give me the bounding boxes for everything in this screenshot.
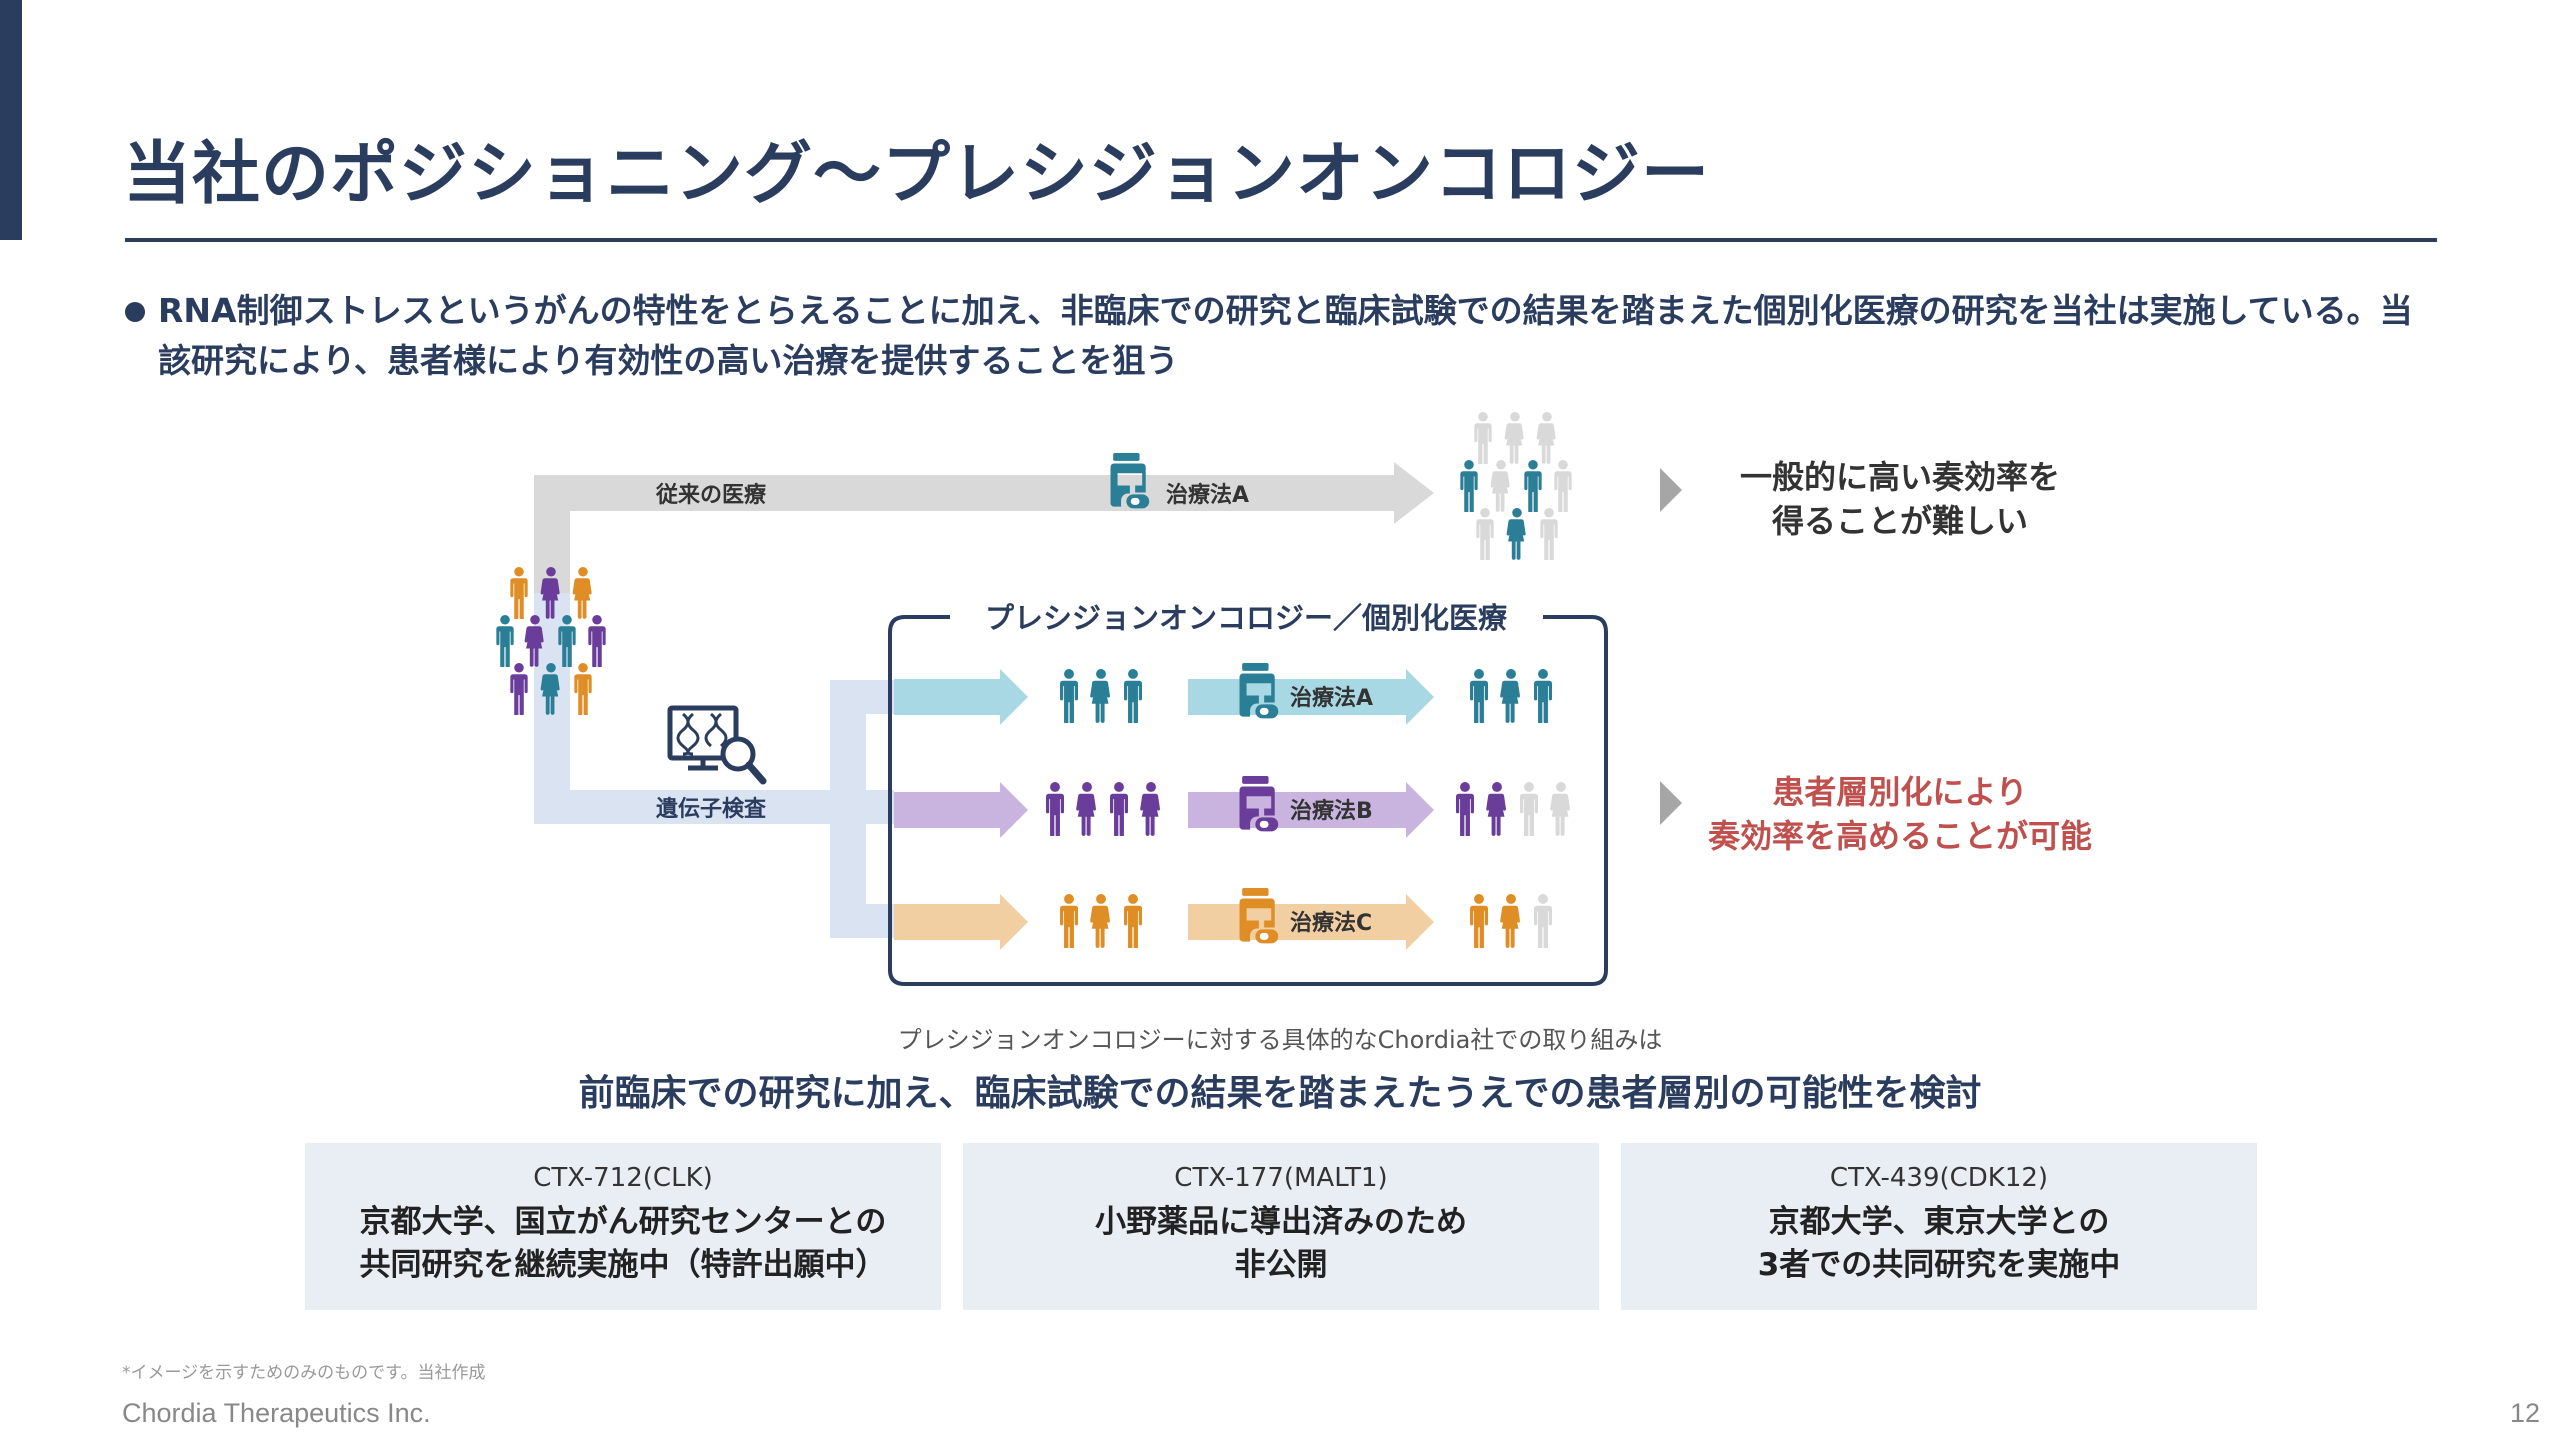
person-icon bbox=[1470, 669, 1488, 723]
precision-box-title: プレシジョンオンコロジー／個別化医療 bbox=[985, 601, 1508, 635]
precision-rows: 治療法A 治療法B 治療法C bbox=[894, 662, 1570, 950]
precision-result-text: 患者層別化により 奏効率を高めることが可能 bbox=[1680, 770, 2120, 858]
gene-test-path: 遺伝子検査 bbox=[534, 593, 894, 938]
person-icon bbox=[1476, 508, 1494, 560]
person-icon bbox=[1554, 460, 1572, 512]
person-icon bbox=[1540, 508, 1558, 560]
person-icon bbox=[510, 663, 528, 715]
person-icon bbox=[496, 615, 514, 667]
person-icon bbox=[1460, 460, 1478, 512]
company-name: Chordia Therapeutics Inc. bbox=[122, 1398, 431, 1428]
initiatives-headline: 前臨床での研究に加え、臨床試験での結果を踏まえたうえでの患者層別の可能性を検討 bbox=[578, 1073, 1982, 1114]
person-icon bbox=[1550, 782, 1570, 836]
program-card-ctx439: CTX-439(CDK12) 京都大学、東京大学との 3者での共同研究を実施中 bbox=[1621, 1143, 2257, 1310]
conventional-outcome-cluster bbox=[1460, 412, 1572, 560]
therapy-label: 治療法A bbox=[1290, 685, 1373, 711]
branch-connector-vertical bbox=[830, 680, 866, 935]
person-icon bbox=[572, 567, 592, 619]
conventional-result-line: 得ることが難しい bbox=[1771, 502, 2028, 540]
program-code: CTX-177(MALT1) bbox=[1174, 1163, 1388, 1193]
program-description-line: 京都大学、東京大学との bbox=[1768, 1204, 2110, 1240]
person-icon bbox=[1470, 894, 1488, 948]
person-icon bbox=[1486, 782, 1506, 836]
person-icon bbox=[1456, 782, 1474, 836]
person-icon bbox=[1060, 894, 1078, 948]
program-description-line: 京都大学、国立がん研究センターとの bbox=[359, 1204, 887, 1240]
page-number: 12 bbox=[2509, 1398, 2540, 1428]
program-description-line: 共同研究を継続実施中（特許出願中） bbox=[359, 1247, 887, 1283]
therapy-label: 治療法B bbox=[1290, 798, 1373, 824]
footnote: *イメージを示すためのみのものです。当社作成 bbox=[122, 1363, 486, 1383]
conventional-result-line: 一般的に高い奏効率を bbox=[1739, 458, 2060, 496]
person-icon bbox=[1046, 782, 1064, 836]
person-icon bbox=[1504, 412, 1524, 464]
program-description: 小野薬品に導出済みのため 非公開 bbox=[963, 1201, 1599, 1287]
person-icon bbox=[574, 663, 592, 715]
person-icon bbox=[1124, 894, 1142, 948]
person-icon bbox=[1506, 508, 1526, 560]
initiatives-caption: プレシジョンオンコロジーに対する具体的なChordia社での取り組みは bbox=[897, 1026, 1663, 1054]
program-description: 京都大学、国立がん研究センターとの 共同研究を継続実施中（特許出願中） bbox=[305, 1201, 941, 1287]
result-arrow-icon bbox=[1660, 468, 1682, 512]
person-icon bbox=[1474, 412, 1492, 464]
conventional-therapy-label: 治療法A bbox=[1166, 482, 1249, 508]
person-icon bbox=[1060, 669, 1078, 723]
person-icon bbox=[1536, 412, 1556, 464]
conventional-label: 従来の医療 bbox=[655, 482, 766, 508]
title-divider bbox=[125, 238, 2437, 242]
person-icon bbox=[1534, 894, 1552, 948]
person-icon bbox=[1090, 894, 1110, 948]
precision-box: プレシジョンオンコロジー／個別化医療 bbox=[888, 601, 1608, 986]
segment-arrow bbox=[894, 669, 1028, 725]
person-icon bbox=[1500, 894, 1520, 948]
summary-bullet: RNA制御ストレスというがんの特性をとらえることに加え、非臨床での研究と臨床試験… bbox=[125, 286, 2445, 386]
person-icon bbox=[1090, 669, 1110, 723]
precision-result-line: 奏効率を高めることが可能 bbox=[1707, 817, 2092, 855]
person-icon bbox=[1524, 460, 1542, 512]
page-title: 当社のポジショニング〜プレシジョンオンコロジー bbox=[123, 135, 1711, 214]
person-icon bbox=[1500, 669, 1520, 723]
person-icon bbox=[1520, 782, 1538, 836]
segment-arrow bbox=[894, 894, 1028, 950]
precision-result-line: 患者層別化により bbox=[1772, 773, 2028, 811]
person-icon bbox=[588, 615, 606, 667]
gene-test-icon bbox=[667, 705, 767, 785]
conventional-path-horizontal bbox=[534, 475, 1394, 511]
program-description-line: 3者での共同研究を実施中 bbox=[1757, 1247, 2121, 1283]
conventional-arrowhead bbox=[1394, 462, 1434, 524]
accent-bar bbox=[0, 0, 22, 240]
program-description-line: 小野薬品に導出済みのため bbox=[1095, 1204, 1467, 1240]
conventional-path: 従来の医療 治療法A bbox=[534, 452, 1434, 593]
program-description: 京都大学、東京大学との 3者での共同研究を実施中 bbox=[1621, 1201, 2257, 1287]
person-icon bbox=[1110, 782, 1128, 836]
person-icon bbox=[510, 567, 528, 619]
person-icon bbox=[1140, 782, 1160, 836]
segment-arrow bbox=[894, 782, 1028, 838]
program-code: CTX-439(CDK12) bbox=[1829, 1163, 2049, 1193]
branch-connector-top bbox=[830, 680, 894, 714]
summary-text: RNA制御ストレスというがんの特性をとらえることに加え、非臨床での研究と臨床試験… bbox=[158, 291, 2413, 380]
branch-connector-bottom bbox=[830, 904, 894, 938]
conventional-result-text: 一般的に高い奏効率を 得ることが難しい bbox=[1700, 455, 2100, 543]
therapy-label: 治療法C bbox=[1290, 910, 1372, 936]
program-card-ctx177: CTX-177(MALT1) 小野薬品に導出済みのため 非公開 bbox=[963, 1143, 1599, 1310]
gene-test-label: 遺伝子検査 bbox=[656, 797, 767, 822]
program-description-line: 非公開 bbox=[1234, 1247, 1328, 1283]
person-icon bbox=[1076, 782, 1096, 836]
program-card-ctx712: CTX-712(CLK) 京都大学、国立がん研究センターとの 共同研究を継続実施… bbox=[305, 1143, 941, 1310]
person-icon bbox=[1534, 669, 1552, 723]
person-icon bbox=[1490, 460, 1510, 512]
person-icon bbox=[1124, 669, 1142, 723]
program-code: CTX-712(CLK) bbox=[533, 1163, 713, 1193]
result-arrow-icon bbox=[1660, 781, 1682, 825]
bullet-dot-icon bbox=[125, 302, 145, 322]
